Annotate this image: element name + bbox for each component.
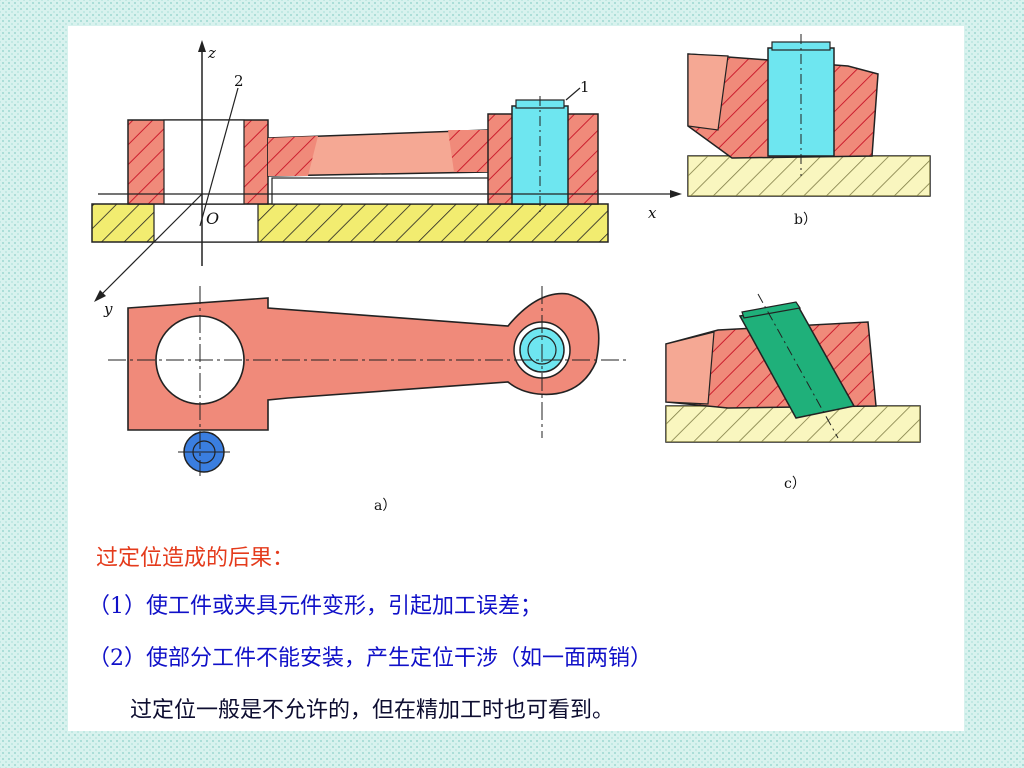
caption-line-2: （2）使部分工件不能安装，产生定位干涉（如一面两销） <box>88 646 652 671</box>
axis-z-label: z <box>207 44 216 62</box>
view-a-plan: a） <box>108 286 628 514</box>
caption-line-3: 过定位一般是不允许的，但在精加工时也可看到。 <box>130 698 615 723</box>
caption-line-1: （1）使工件或夹具元件变形，引起加工误差； <box>88 594 542 619</box>
view-a-section: 1 z x y O 2 <box>91 40 682 318</box>
caption-heading: 过定位造成的后果： <box>96 546 295 571</box>
axis-y-line <box>97 193 203 299</box>
label-b: b） <box>794 212 817 228</box>
label-a: a） <box>374 498 396 514</box>
axis-x-label: x <box>648 204 657 222</box>
base-b <box>687 155 931 197</box>
rod-plan <box>127 292 600 431</box>
slide-panel: 1 z x y O 2 <box>68 26 964 731</box>
overlocation-figure: 1 z x y O 2 <box>91 34 931 514</box>
callout-2: 2 <box>234 72 244 90</box>
label-c: c） <box>784 476 806 492</box>
axis-y-label: y <box>103 300 113 318</box>
base-hole <box>153 203 259 243</box>
view-c: c） <box>665 293 921 492</box>
rod-gap <box>271 177 491 205</box>
callout-1: 1 <box>580 78 590 96</box>
origin-label: O <box>206 209 219 228</box>
base-c <box>665 405 921 443</box>
view-b: b） <box>687 34 931 228</box>
left-boss-bore <box>163 119 245 205</box>
